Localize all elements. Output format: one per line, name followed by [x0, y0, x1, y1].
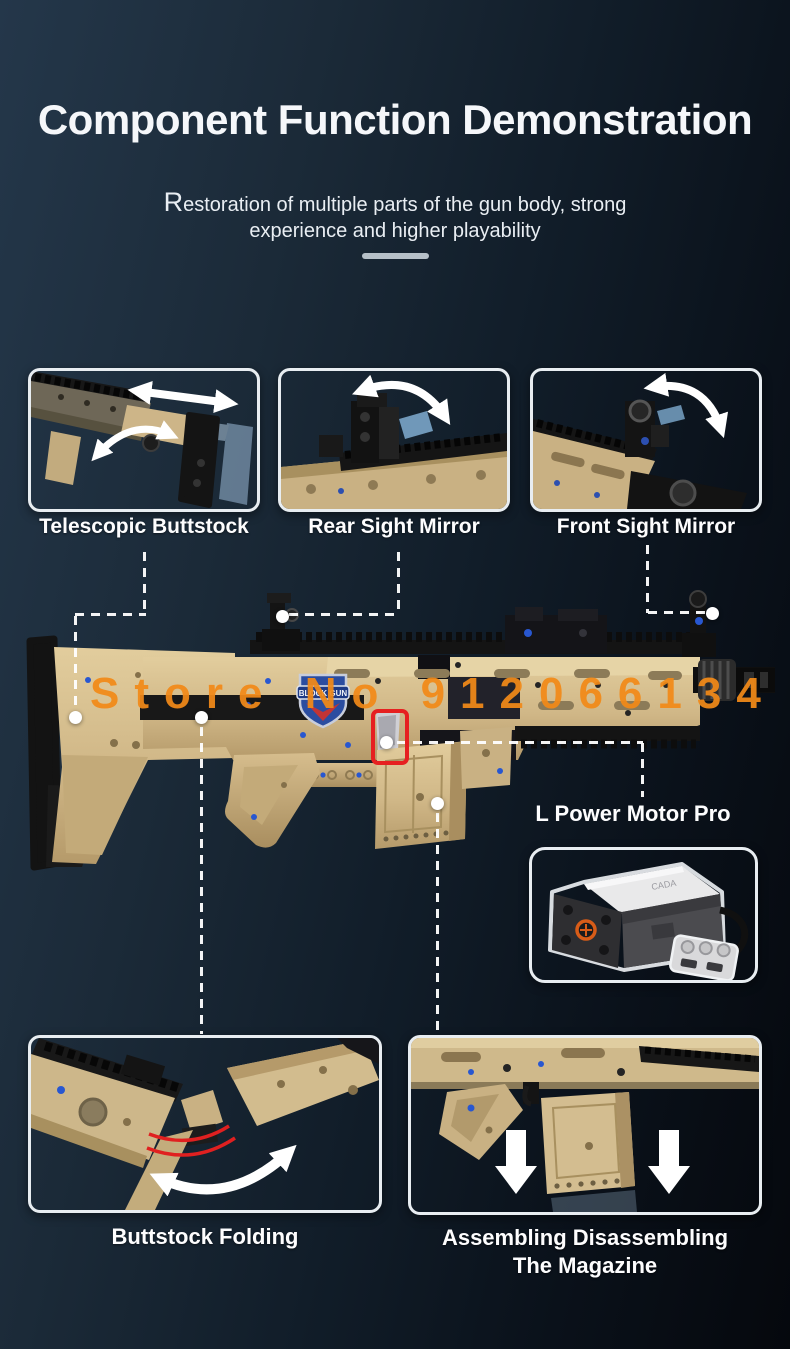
panel-telescopic-buttstock: [28, 368, 260, 512]
leader-line-folding-v: [200, 727, 203, 1034]
callout-dot-buttstock: [69, 711, 82, 724]
label-rear-sight-mirror: Rear Sight Mirror: [308, 515, 480, 538]
front-sight-photo: [533, 372, 747, 509]
badge-text: BLOCK GUN: [299, 689, 348, 698]
fold-arrow-icon: [351, 374, 451, 426]
folded-scope-sight: [505, 607, 607, 653]
telescopic-buttstock-photo: [31, 371, 253, 508]
magazine: [375, 741, 467, 849]
ghost-sight-part: [399, 411, 433, 439]
store-watermark: Store No 912066134: [90, 669, 776, 718]
label-telescopic-buttstock: Telescopic Buttstock: [39, 515, 249, 538]
subtitle-line-2: experience and higher playability: [249, 220, 541, 242]
buttstock-folding-photo: [31, 1038, 379, 1210]
label-magazine-assembly: Assembling Disassembling The Magazine: [408, 1224, 762, 1280]
top-rail: [250, 632, 700, 654]
fold-arrow-icon: [643, 372, 729, 439]
rotate-arrow-icon: [91, 420, 179, 462]
callout-dot-rear-sight: [276, 610, 289, 623]
grip-part: [45, 431, 81, 485]
page-subtitle: Restoration of multiple parts of the gun…: [0, 189, 790, 244]
front-sight: [682, 590, 716, 657]
callout-dot-front-sight: [706, 607, 719, 620]
leader-line-rear-sight-h: [289, 613, 400, 616]
panel-front-sight-mirror: [530, 368, 762, 512]
leader-line-front-sight-v: [646, 545, 649, 613]
panel-magazine-assembly: [408, 1035, 762, 1215]
rear-sight-part: [319, 393, 399, 463]
fold-double-arrow-icon: [149, 1144, 297, 1197]
leader-line-motor-v: [641, 743, 644, 797]
leader-line-buttstock-v1: [143, 552, 146, 616]
grip-part: [439, 1084, 523, 1160]
receiver-part: [31, 1038, 183, 1168]
down-arrow-icon: [495, 1130, 537, 1194]
motor-connector: [669, 934, 739, 980]
down-arrow-icon: [648, 1130, 690, 1194]
page-title: Component Function Demonstration: [37, 96, 753, 143]
panel-motor: CADA: [529, 847, 758, 983]
callout-dot-magazine: [431, 797, 444, 810]
callout-dot-stock-hinge: [195, 711, 208, 724]
label-buttstock-folding: Buttstock Folding: [111, 1224, 299, 1249]
subtitle-line-1: Restoration of multiple parts of the gun…: [163, 187, 627, 217]
folded-stock-part: [227, 1038, 379, 1126]
top-rail: [339, 433, 507, 471]
trigger-highlight-box: [371, 709, 409, 765]
label-magazine-line-1: Assembling Disassembling: [441, 1225, 729, 1250]
rear-sight: [262, 593, 300, 651]
title-divider: [362, 253, 429, 259]
leader-line-buttstock-h: [75, 613, 146, 616]
label-front-sight-mirror: Front Sight Mirror: [556, 515, 736, 538]
magwell: [460, 727, 512, 789]
motor-brand-text: CADA: [651, 878, 677, 892]
barrel-muzzle: [693, 659, 775, 701]
callout-dot-trigger: [380, 736, 393, 749]
leader-line-magazine-v: [436, 813, 439, 1034]
fold-path-line: [148, 1124, 230, 1143]
motor-label: L Power Motor Pro: [535, 801, 731, 826]
leader-line-rear-sight-v: [397, 552, 400, 616]
pistol-grip: [225, 753, 320, 848]
magazine-part: [541, 1092, 637, 1212]
leader-line-front-sight-h: [648, 611, 710, 614]
receiver-part: [31, 371, 153, 441]
barrel-part: [627, 471, 747, 509]
front-sight-part: [625, 399, 685, 457]
label-magazine-line-2: The Magazine: [512, 1253, 658, 1278]
leader-line-motor-h: [397, 741, 643, 744]
magazine-assembly-photo: [411, 1038, 759, 1212]
slide-double-arrow-icon: [127, 380, 239, 414]
bottom-rail: [515, 726, 700, 749]
brand-badge: BLOCK GUN: [296, 673, 350, 729]
main-gun-photo: BLOCK GUN: [26, 590, 775, 871]
rear-sight-photo: [281, 374, 507, 509]
motor-part: CADA: [548, 862, 726, 972]
panel-buttstock-folding: [28, 1035, 382, 1213]
receiver-part: [411, 1038, 759, 1107]
motor-photo: CADA: [548, 862, 749, 980]
leader-line-buttstock-v2: [74, 616, 77, 712]
panel-rear-sight-mirror: [278, 368, 510, 512]
